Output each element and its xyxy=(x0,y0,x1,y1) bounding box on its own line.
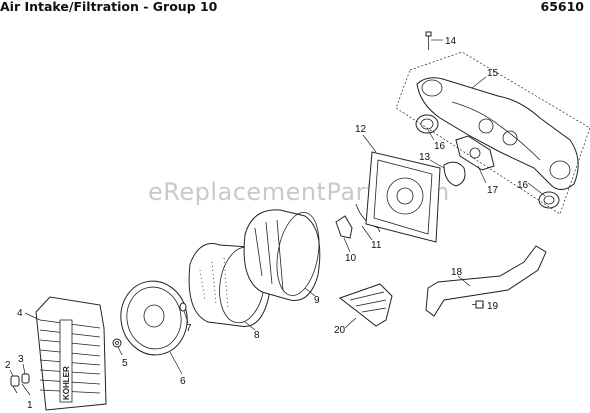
part-deflector[interactable] xyxy=(338,283,393,327)
part-gasket[interactable] xyxy=(443,161,466,187)
part-adapter-gasket[interactable] xyxy=(455,135,495,171)
callout-17: 17 xyxy=(487,185,499,196)
callout-6: 6 xyxy=(180,376,186,387)
callout-13: 13 xyxy=(419,152,431,163)
callout-2: 2 xyxy=(5,360,11,371)
part-screw[interactable] xyxy=(425,31,432,50)
callout-5: 5 xyxy=(122,358,128,369)
callout-16: 16 xyxy=(434,141,446,152)
part-bracket[interactable] xyxy=(335,215,353,239)
callout-11: 11 xyxy=(371,240,382,251)
part-base-plate[interactable] xyxy=(115,276,193,360)
part-seal[interactable] xyxy=(21,373,30,384)
part-bracket-screw[interactable] xyxy=(472,300,484,309)
part-air-cleaner-cover[interactable]: KOHLER xyxy=(35,296,107,411)
callout-12: 12 xyxy=(355,124,367,135)
part-wing-nut[interactable] xyxy=(112,338,122,348)
callout-18: 18 xyxy=(451,267,463,278)
part-air-cleaner-base[interactable] xyxy=(365,151,441,243)
callout-7: 7 xyxy=(186,323,192,334)
part-air-filter-element[interactable] xyxy=(243,209,325,301)
cover-logo-text: KOHLER xyxy=(62,366,71,400)
leader-lines xyxy=(9,39,546,396)
callout-3: 3 xyxy=(18,354,24,365)
part-support-bracket[interactable] xyxy=(425,245,547,317)
callout-14: 14 xyxy=(445,36,457,47)
callout-9: 9 xyxy=(314,295,320,306)
part-knob[interactable] xyxy=(10,375,20,394)
callout-16-right: 16 xyxy=(517,180,529,191)
callout-8: 8 xyxy=(254,330,260,341)
part-manifold-gasket-left[interactable] xyxy=(415,114,439,134)
callout-15: 15 xyxy=(487,68,499,79)
callout-19: 19 xyxy=(487,301,499,312)
part-manifold-gasket-right[interactable] xyxy=(538,191,560,209)
callout-1: 1 xyxy=(27,400,33,411)
callout-4: 4 xyxy=(17,308,23,319)
document-number: 65610 xyxy=(540,0,585,14)
part-nut[interactable] xyxy=(179,302,187,312)
callout-20: 20 xyxy=(334,325,346,336)
part-intake-manifold[interactable] xyxy=(416,77,579,190)
diagram-title: Air Intake/Filtration - Group 10 xyxy=(0,0,218,14)
callout-10: 10 xyxy=(345,253,357,264)
